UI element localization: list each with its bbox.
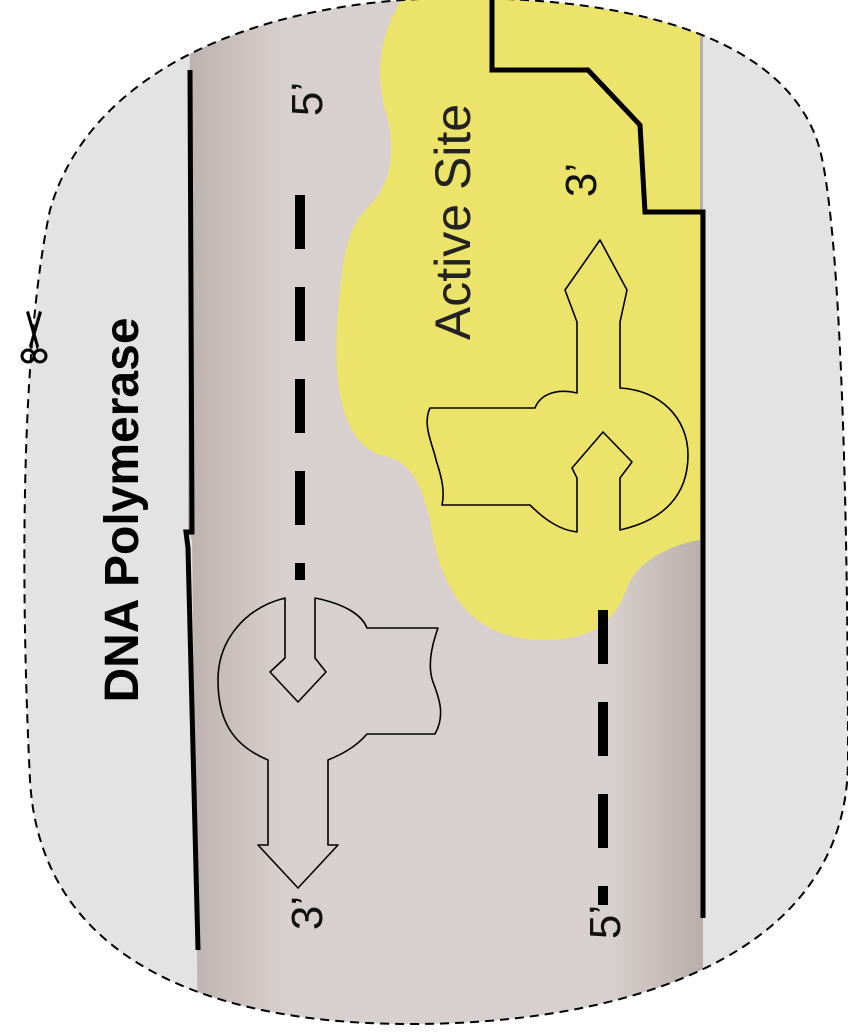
nucleotide-in-active-site: [426, 239, 689, 533]
enzyme-title: DNA Polymerase: [96, 317, 149, 702]
active-site-region: [336, 0, 700, 640]
end-label-left-bottom: 3’: [283, 896, 332, 930]
active-site-label: Active Site: [425, 104, 481, 340]
channel-right-edge: [489, 0, 706, 918]
cut-outline: [23, 0, 848, 1026]
nucleotide-in-channel: [217, 597, 442, 889]
scissors-icon: [20, 311, 48, 364]
end-label-right-bottom: 5’: [581, 905, 630, 939]
end-label-right-top: 3’: [557, 163, 606, 197]
channel-left-edge: [183, 69, 201, 951]
end-label-left-top: 5’: [283, 82, 332, 116]
